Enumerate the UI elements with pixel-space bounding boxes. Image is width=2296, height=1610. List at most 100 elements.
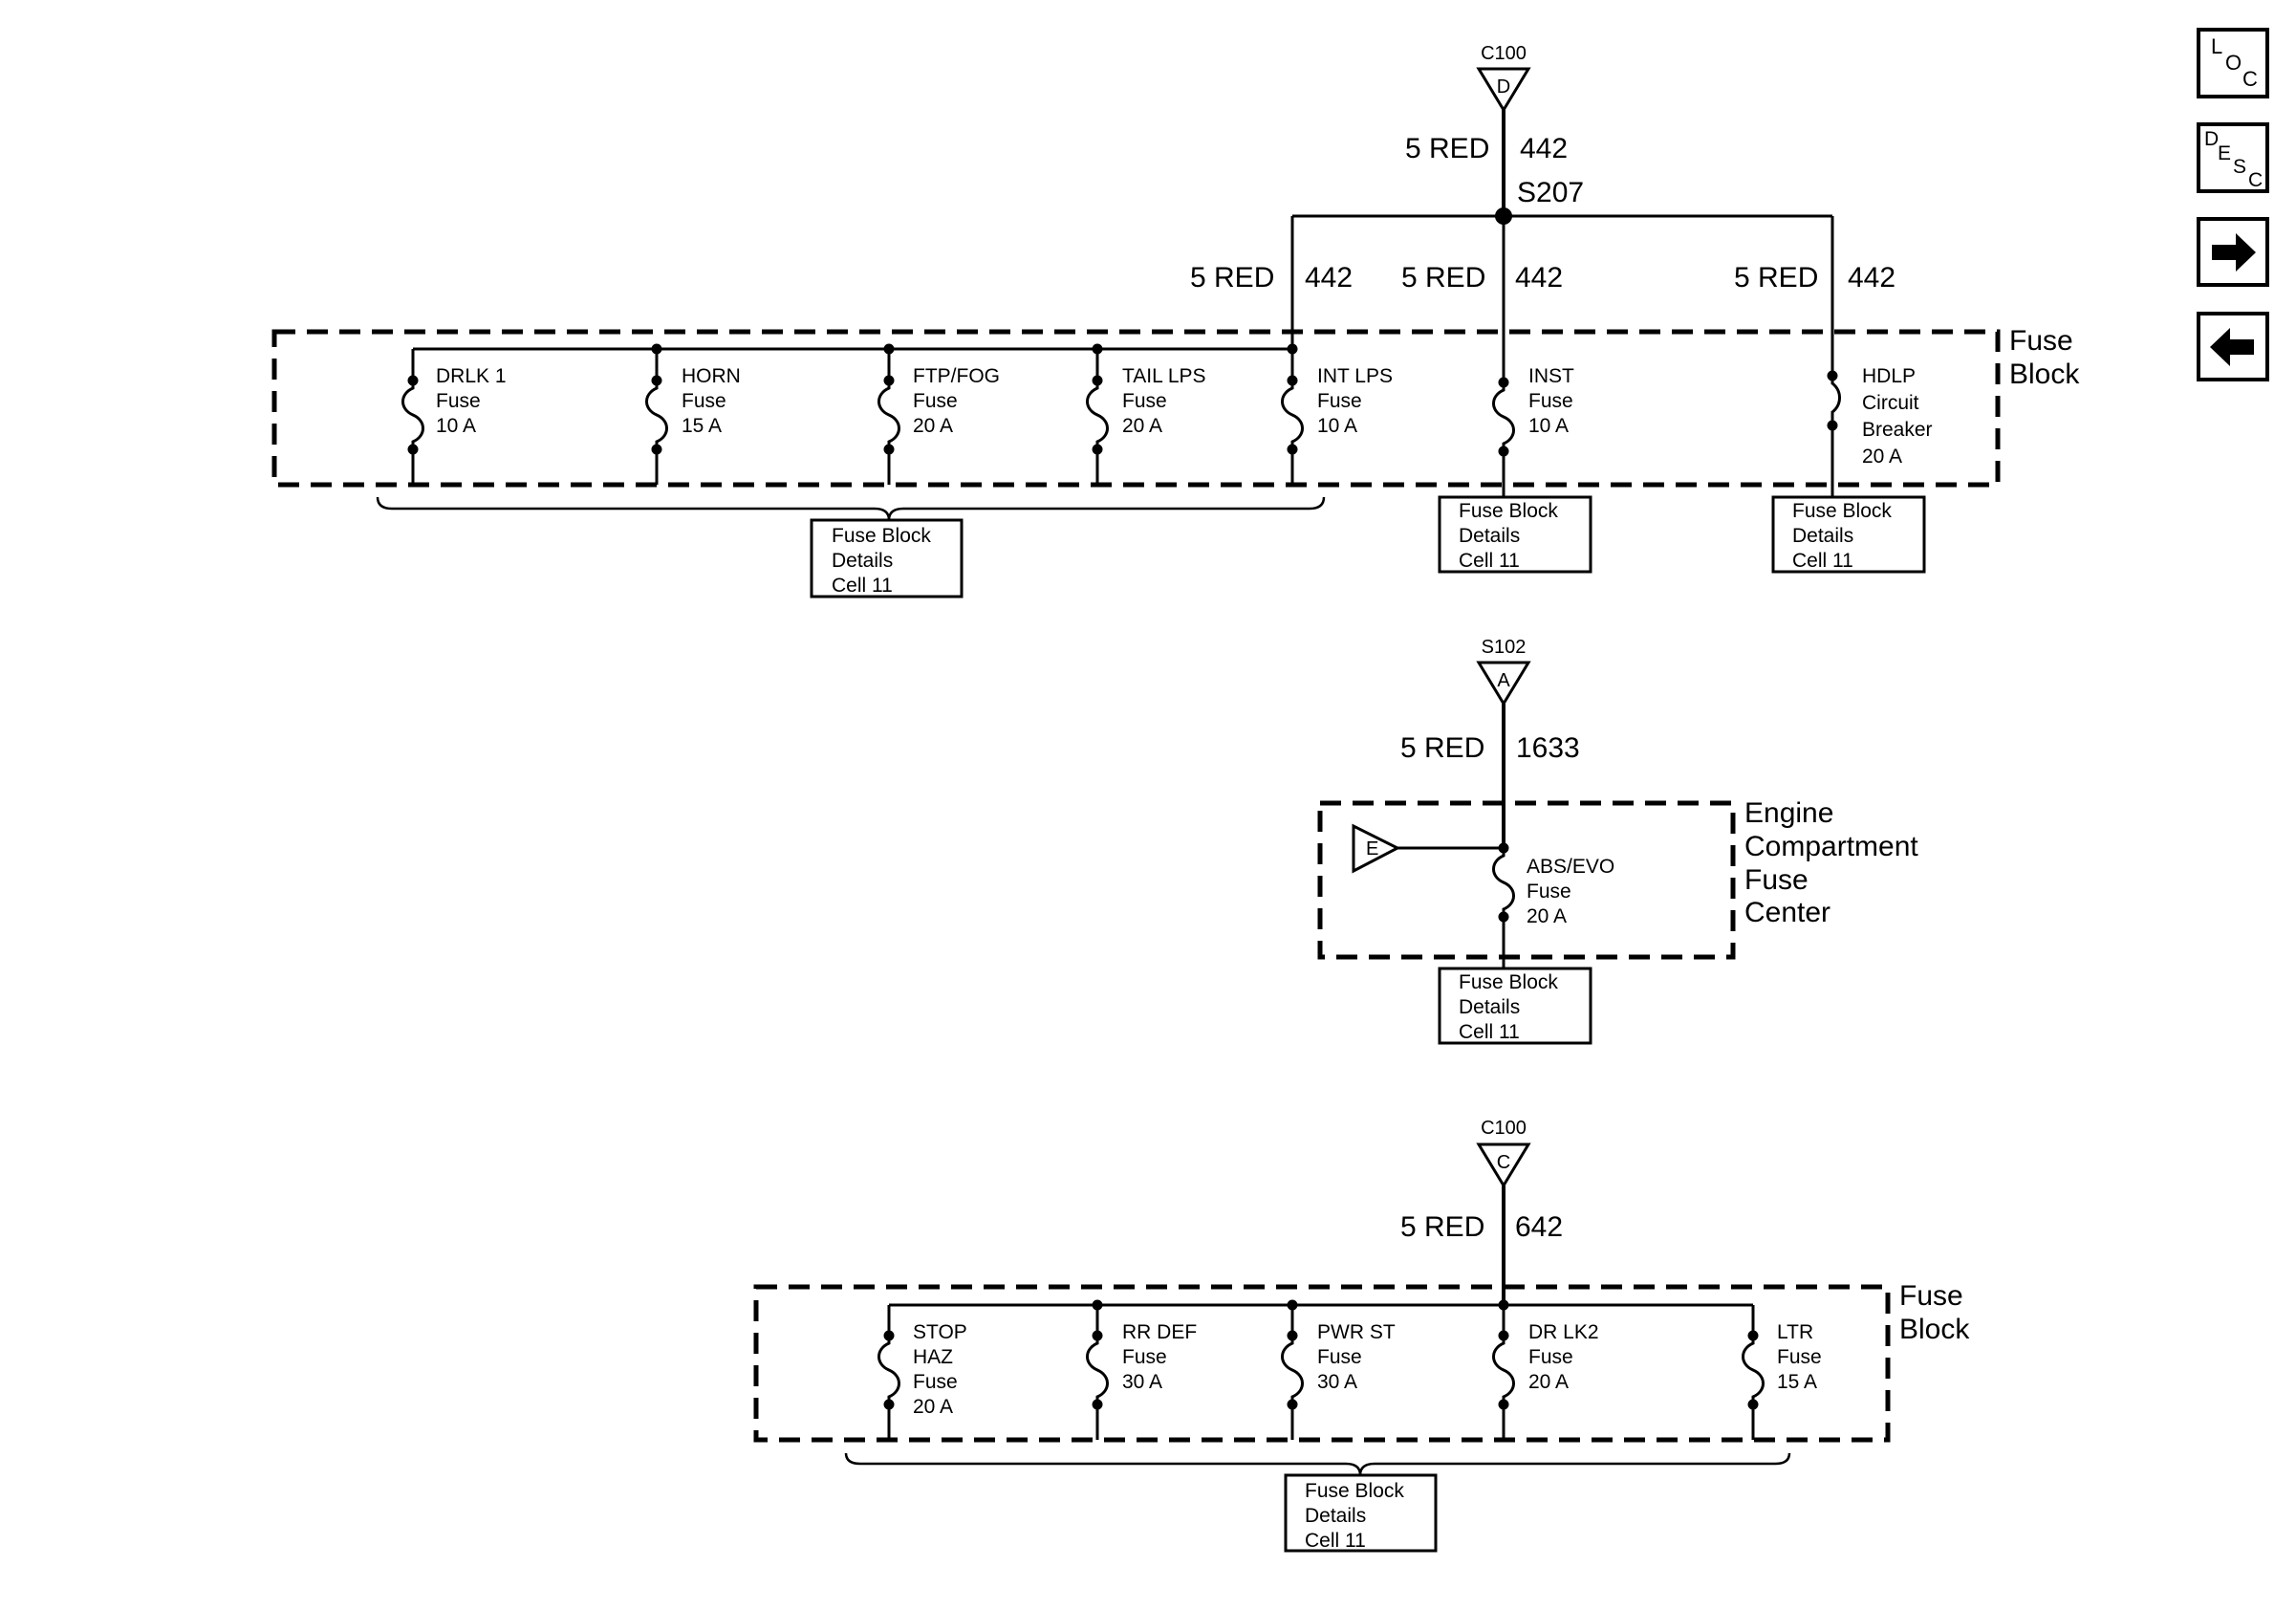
ref-line-1: Fuse Block	[1792, 500, 1892, 522]
wire-color: 5 RED	[1400, 732, 1484, 764]
connector-c100-c: C100 C	[1476, 1118, 1531, 1188]
ref-line-3: Cell 11	[1459, 1021, 1520, 1043]
branch-center-color: 5 RED	[1401, 262, 1485, 294]
efc-label-3: Fuse	[1744, 864, 1809, 896]
fuse-rating: 30 A	[1122, 1371, 1162, 1393]
forward-button[interactable]	[2197, 217, 2269, 287]
ref-box-top-right[interactable]: Fuse Block Details Cell 11	[1771, 495, 1926, 574]
ref-line-2: Details	[1459, 996, 1520, 1018]
fuse-abs-evo: ABS/EVO Fuse 20 A	[1492, 841, 1614, 968]
fuse-inst: INST Fuse 10 A	[1492, 365, 1574, 497]
desc-letter-2: E	[2218, 142, 2231, 164]
breaker-rating: 20 A	[1862, 446, 1902, 468]
efc-label-2: Compartment	[1744, 831, 1918, 862]
branch-right-circuit: 442	[1848, 262, 1895, 294]
ref-line-1: Fuse Block	[1305, 1480, 1404, 1502]
connector-pin: D	[1497, 76, 1510, 98]
fuse-rating: 15 A	[1777, 1371, 1817, 1393]
fuse-rating: 30 A	[1317, 1371, 1357, 1393]
ref-line-3: Cell 11	[832, 575, 893, 597]
loc-button[interactable]: L O C	[2197, 28, 2269, 98]
ref-line-3: Cell 11	[1305, 1530, 1366, 1552]
ref-box-middle[interactable]: Fuse Block Details Cell 11	[1438, 967, 1592, 1045]
fuse-name: FTP/FOG	[913, 365, 1000, 387]
fuse-name: RR DEF	[1122, 1321, 1197, 1343]
loc-letter-3: C	[2242, 67, 2258, 91]
ref-line-2: Details	[1305, 1505, 1366, 1527]
fuse-stop-haz: STOP HAZ Fuse 20 A	[877, 1305, 967, 1440]
ref-line-2: Details	[832, 550, 893, 572]
fuse-tail-lps: TAIL LPS Fuse 20 A	[1086, 349, 1206, 485]
loc-letter-2: O	[2225, 51, 2242, 75]
fuse-rating: 20 A	[913, 415, 953, 437]
fuse-group-brace-top	[376, 496, 1326, 521]
connector-pin: A	[1497, 670, 1510, 691]
fuse-block-bottom-outline	[753, 1284, 1891, 1443]
breaker-type-2: Breaker	[1862, 419, 1933, 441]
ref-line-2: Details	[1459, 525, 1520, 547]
fuse-name: TAIL LPS	[1122, 365, 1206, 387]
loc-letter-1: L	[2211, 34, 2222, 58]
engine-fuse-center-outline	[1317, 800, 1736, 960]
desc-button[interactable]: D E S C	[2197, 122, 2269, 193]
fuse-name: PWR ST	[1317, 1321, 1396, 1343]
efc-label-4: Center	[1744, 897, 1830, 928]
fuse-type: Fuse	[913, 1371, 958, 1393]
breaker-hdlp: HDLP Circuit Breaker 20 A	[1826, 365, 1933, 485]
fuse-type: Fuse	[1122, 390, 1167, 412]
fuse-rating: 15 A	[682, 415, 722, 437]
fuse-block-bottom-label-2: Block	[1899, 1314, 1970, 1345]
ref-box-top-center[interactable]: Fuse Block Details Cell 11	[1438, 495, 1592, 574]
fuse-name-1: STOP	[913, 1321, 967, 1343]
desc-letter-4: C	[2248, 169, 2263, 191]
fuse-rating: 20 A	[913, 1396, 953, 1418]
fuse-ltr: LTR Fuse 15 A	[1742, 1305, 1822, 1440]
fuse-int-lps: INT LPS Fuse 10 A	[1281, 349, 1393, 485]
splice-label: S207	[1517, 177, 1584, 208]
ref-box-bottom[interactable]: Fuse Block Details Cell 11	[1284, 1473, 1438, 1553]
fuse-name: LTR	[1777, 1321, 1813, 1343]
fuse-horn: HORN Fuse 15 A	[645, 349, 741, 485]
fuse-name: INT LPS	[1317, 365, 1393, 387]
fuse-type: Fuse	[436, 390, 481, 412]
back-button[interactable]	[2197, 312, 2269, 381]
fuse-type: Fuse	[1528, 390, 1573, 412]
connector-c100-d: C100 D	[1476, 43, 1531, 113]
fuse-block-top-label-1: Fuse	[2009, 325, 2073, 357]
branch-left-circuit: 442	[1305, 262, 1353, 294]
connector-name: C100	[1481, 43, 1527, 64]
desc-letter-1: D	[2204, 128, 2219, 150]
fuse-name: DRLK 1	[436, 365, 507, 387]
fuse-type: Fuse	[1317, 1346, 1362, 1368]
fuse-name: INST	[1528, 365, 1574, 387]
wire-circuit: 1633	[1516, 732, 1580, 764]
arrow-left-icon	[2210, 328, 2254, 366]
wire-color: 5 RED	[1400, 1211, 1484, 1243]
fuse-type: Fuse	[1777, 1346, 1822, 1368]
fuse-group-brace-bottom	[844, 1452, 1791, 1476]
fuse-rating: 10 A	[1317, 415, 1357, 437]
fuse-name-2: HAZ	[913, 1346, 953, 1368]
ref-line-2: Details	[1792, 525, 1853, 547]
connector-name: C100	[1481, 1118, 1527, 1139]
fuse-block-bottom-label-1: Fuse	[1899, 1280, 1963, 1312]
fuse-block-top-label-2: Block	[2009, 359, 2080, 390]
fuse-drlk1: DRLK 1 Fuse 10 A	[401, 349, 507, 485]
fuse-rr-def: RR DEF Fuse 30 A	[1086, 1305, 1197, 1440]
wire-circuit: 442	[1520, 133, 1568, 164]
ref-line-1: Fuse Block	[832, 525, 931, 547]
fuse-rating: 20 A	[1527, 905, 1567, 927]
fuse-block-top-outline	[271, 329, 2001, 488]
connector-s102-a: S102 A	[1476, 637, 1531, 707]
fuse-rating: 10 A	[436, 415, 476, 437]
branch-center-circuit: 442	[1515, 262, 1563, 294]
fuse-rating: 10 A	[1528, 415, 1569, 437]
ref-line-1: Fuse Block	[1459, 500, 1558, 522]
ref-box-top-left[interactable]: Fuse Block Details Cell 11	[810, 518, 964, 598]
ref-line-3: Cell 11	[1792, 550, 1853, 572]
fuse-name: DR LK2	[1528, 1321, 1599, 1343]
fuse-type: Fuse	[1528, 1346, 1573, 1368]
connector-name: S102	[1482, 637, 1527, 658]
efc-label-1: Engine	[1744, 797, 1833, 829]
